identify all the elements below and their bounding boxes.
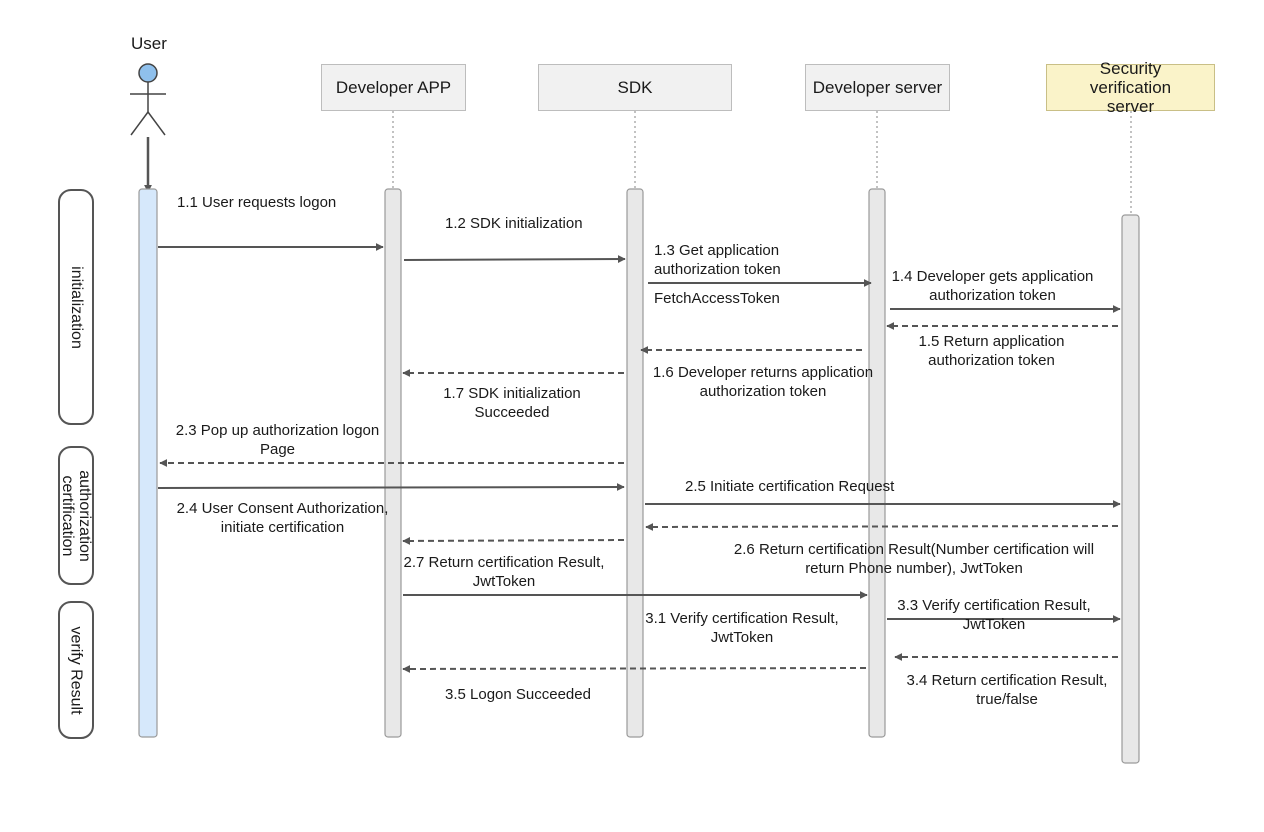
message-label-2-3: 2.3 Pop up authorization logon Page bbox=[175, 422, 380, 458]
participant-sdk: SDK bbox=[538, 64, 732, 111]
phase-initialization: initialization bbox=[58, 189, 94, 425]
participant-user-label: User bbox=[131, 34, 167, 53]
phase-verify-result-label: verify Result bbox=[67, 625, 85, 715]
message-label-3-4: 3.4 Return certification Result, true/fa… bbox=[906, 672, 1108, 708]
participant-developer-server: Developer server bbox=[805, 64, 950, 111]
message-label-1-7: 1.7 SDK initialization Succeeded bbox=[443, 385, 581, 421]
message-label-3-5: 3.5 Logon Succeeded bbox=[445, 686, 591, 703]
participant-security-verification-server-label: Security verification server bbox=[1089, 59, 1172, 116]
message-arrow-2-4 bbox=[157, 483, 625, 492]
message-label-1-6: 1.6 Developer returns application author… bbox=[652, 364, 874, 400]
message-label-1-1: 1.1 User requests logon bbox=[177, 194, 337, 211]
message-label-2-7: 2.7 Return certification Result, JwtToke… bbox=[403, 554, 605, 590]
phase-initialization-label: initialization bbox=[67, 265, 85, 349]
message-arrow-2-7 bbox=[402, 536, 625, 545]
message-label-3-1: 3.1 Verify certification Result, JwtToke… bbox=[645, 610, 839, 646]
phase-authorization-certification-label: authorization certification bbox=[59, 469, 93, 562]
message-arrow-1-2 bbox=[403, 255, 626, 264]
activation-bar-sec bbox=[1121, 214, 1140, 764]
activation-bar-user bbox=[138, 188, 158, 738]
participant-security-verification-server: Security verification server bbox=[1046, 59, 1215, 116]
message-label-2-4: 2.4 User Consent Authorization, initiate… bbox=[176, 500, 389, 536]
message-label-3-3: 3.3 Verify certification Result, JwtToke… bbox=[897, 597, 1091, 633]
message-arrow-3-5 bbox=[402, 664, 867, 673]
phase-verify-result: verify Result bbox=[58, 601, 94, 739]
message-label-2-5: 2.5 Initiate certification Request bbox=[685, 478, 895, 495]
participant-developer-app-label: Developer APP bbox=[335, 78, 452, 97]
activation-bar-dev bbox=[868, 188, 886, 738]
activation-bar-sdk bbox=[626, 188, 644, 738]
phase-authorization-certification: authorization certification bbox=[58, 446, 94, 585]
user-actor-icon bbox=[130, 63, 166, 136]
message-arrow-2-6 bbox=[645, 522, 1119, 531]
message-label-1-2: 1.2 SDK initialization bbox=[445, 215, 583, 232]
message-label-1-5: 1.5 Return application authorization tok… bbox=[918, 333, 1065, 369]
message-label-2-6: 2.6 Return certification Result(Number c… bbox=[733, 541, 1095, 577]
participant-developer-app: Developer APP bbox=[321, 64, 466, 111]
message-label-1-3: 1.3 Get application authorization token bbox=[654, 242, 781, 278]
message-label-1-4: 1.4 Developer gets application authoriza… bbox=[891, 268, 1094, 304]
participant-developer-server-label: Developer server bbox=[812, 78, 943, 97]
message-note-fetch-access-token: FetchAccessToken bbox=[654, 290, 780, 307]
participant-sdk-label: SDK bbox=[617, 78, 653, 97]
